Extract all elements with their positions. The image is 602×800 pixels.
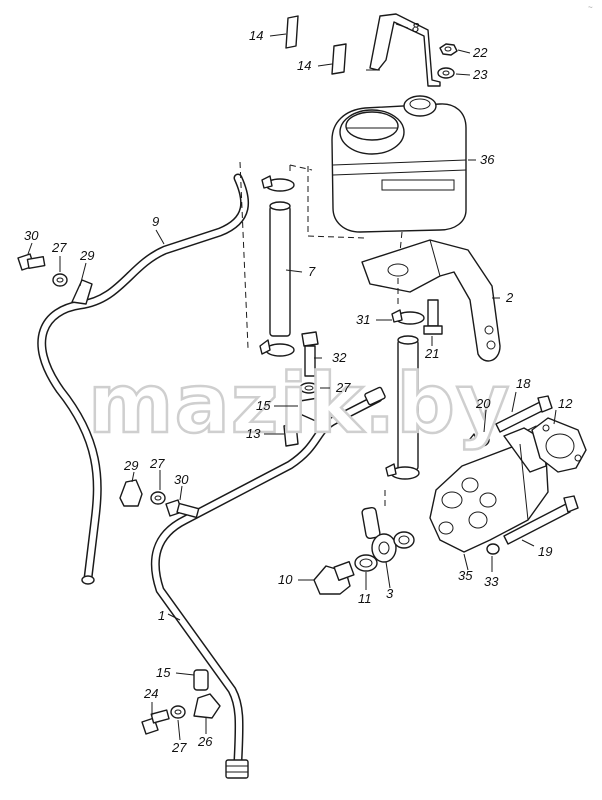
callout-3: 3 [386,586,394,601]
washer-27-middle [150,491,166,505]
hose-right [385,309,425,480]
clip-29-middle [119,479,143,507]
callout-30-left: 30 [24,228,39,243]
callout-23: 23 [472,67,488,82]
callout-26: 26 [197,734,213,749]
callout-30-middle: 30 [174,472,189,487]
washer-23 [437,67,455,79]
watermark: mazik.by [88,357,510,452]
banjo-3 [361,506,397,563]
callout-27-bottom: 27 [171,740,187,755]
washer-27-bottom [170,705,186,719]
callout-31: 31 [356,312,370,327]
callout-24: 24 [143,686,158,701]
seal-3 [393,531,415,549]
bolt-24 [141,709,170,735]
callout-9: 9 [152,214,159,229]
seal-11 [354,554,378,572]
callout-13: 13 [246,426,261,441]
bolt-21 [423,299,443,335]
callout-12: 12 [558,396,573,411]
callout-18: 18 [516,376,531,391]
bolt-19 [503,495,579,545]
fitting-10 [313,560,355,595]
clip-26 [193,693,221,719]
callout-11: 11 [358,591,372,606]
callout-8: 8 [412,20,420,35]
bracket-2 [361,239,501,362]
bolt-30-left [17,253,46,271]
nut-22 [439,43,458,56]
callout-21: 21 [424,346,439,361]
washer-27-center [299,382,319,394]
callouts: 14 14 8 22 23 36 9 30 27 29 7 2 31 32 21… [24,20,573,755]
clip-15-center [293,397,327,423]
callout-14-lower: 14 [297,58,311,73]
callout-32: 32 [332,350,347,365]
strap-8 [366,13,441,87]
callout-29-middle: 29 [123,458,138,473]
clip-29-left [71,279,93,305]
callout-36: 36 [480,152,495,167]
corner-mark: ~ [588,3,593,12]
washer-27-left [52,273,68,287]
pad-14-upper [285,15,299,49]
leader-lines [27,23,557,741]
bolt-18 [495,395,553,433]
callout-7: 7 [308,264,316,279]
callout-35: 35 [458,568,473,583]
callout-22: 22 [472,45,488,60]
sleeve-15-bottom [193,669,209,691]
callout-14-upper: 14 [249,28,263,43]
callout-20: 20 [475,396,491,411]
washer-20 [465,433,490,447]
callout-15-center: 15 [256,398,271,413]
hose-7 [259,175,295,357]
gasket-12 [531,417,587,473]
callout-33: 33 [484,574,499,589]
bolt-30-middle [165,499,200,519]
bolt-32 [301,331,319,377]
pipe-1 [150,386,386,779]
pad-13 [283,423,299,447]
callout-19: 19 [538,544,552,559]
callout-10: 10 [278,572,293,587]
callout-27-center: 27 [335,380,351,395]
callout-15-bottom: 15 [156,665,171,680]
washer-33 [486,543,500,555]
callout-27-left: 27 [51,240,67,255]
reservoir-36 [331,95,467,233]
hose-9 [37,173,249,585]
callout-2: 2 [505,290,514,305]
callout-1: 1 [158,608,165,623]
callout-29-left: 29 [79,248,94,263]
pad-14-lower [331,43,347,75]
callout-27-middle: 27 [149,456,165,471]
